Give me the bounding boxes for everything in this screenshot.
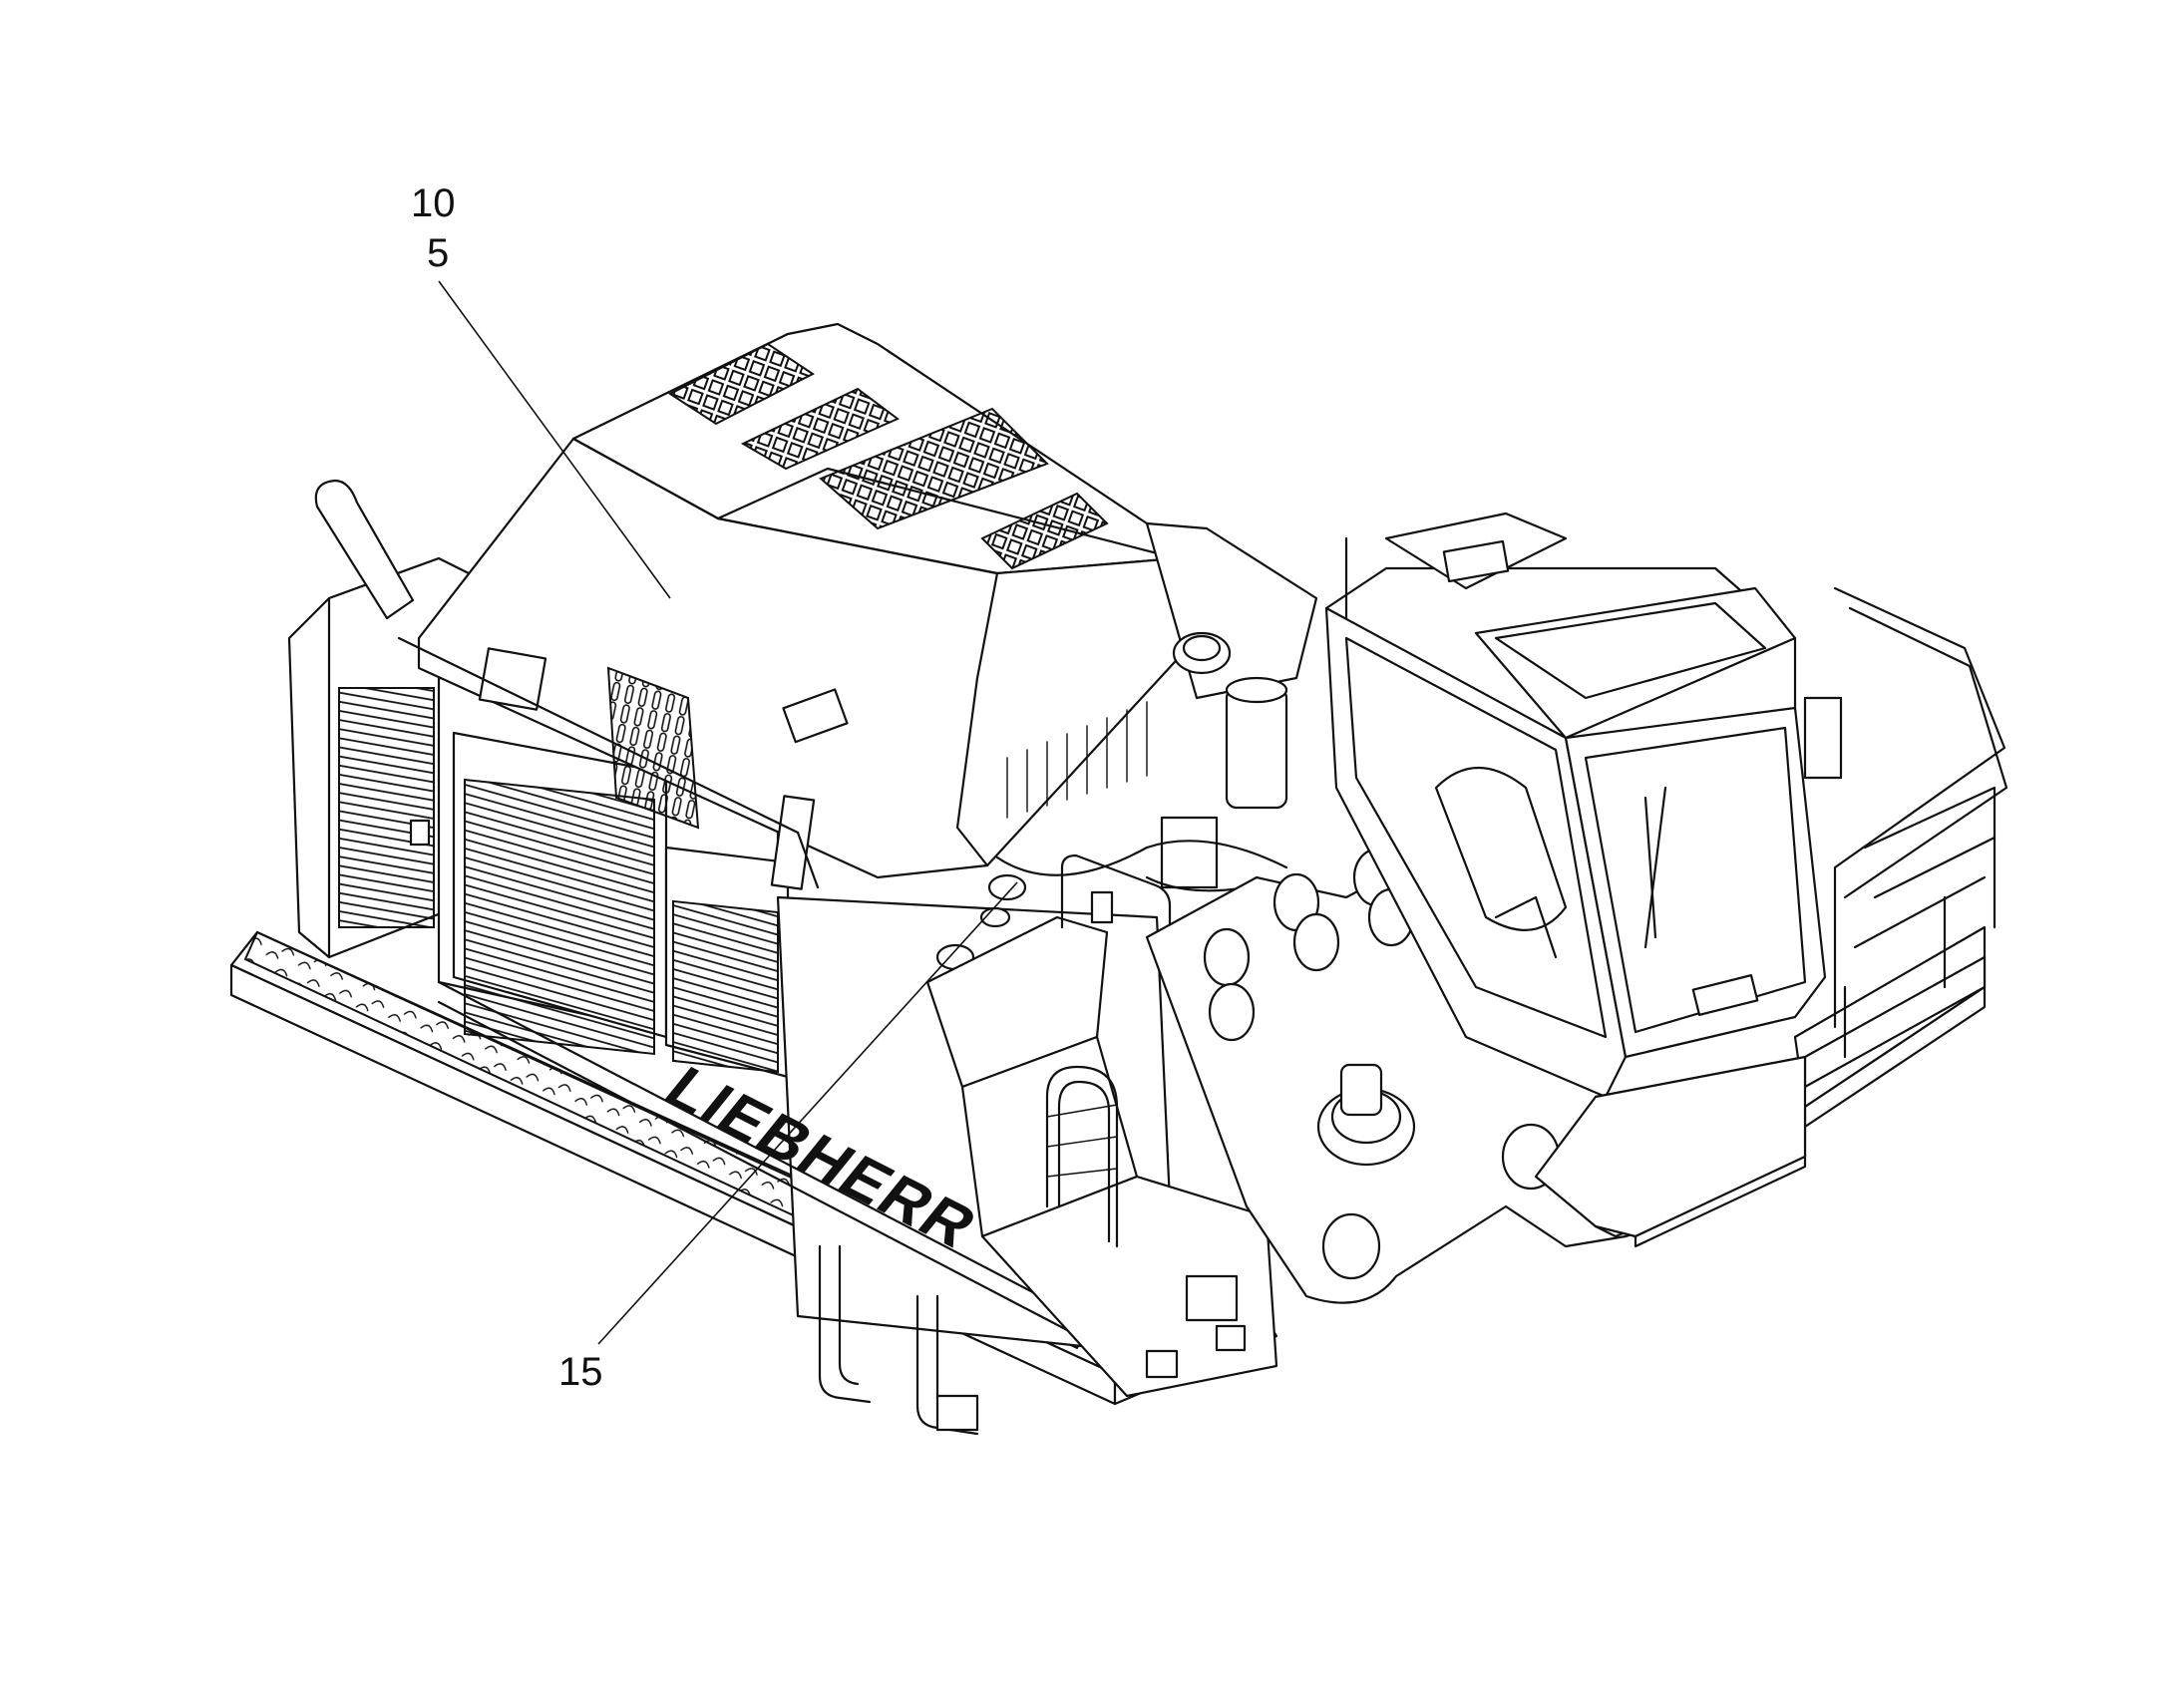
front-left-box	[925, 854, 1278, 1398]
right-platform	[1793, 586, 2008, 1129]
callout-label-5: 5	[427, 231, 450, 275]
carbody	[1534, 1055, 1807, 1248]
counterweight	[287, 479, 471, 959]
callout-label-10: 10	[411, 181, 456, 225]
engine-hood	[397, 322, 1199, 890]
leader-line-5	[438, 280, 671, 599]
hydraulic-tank	[935, 521, 1318, 971]
leader-line-15	[597, 881, 1018, 1345]
callout-label-15: 15	[558, 1350, 603, 1394]
leader-lines	[438, 280, 1018, 1345]
